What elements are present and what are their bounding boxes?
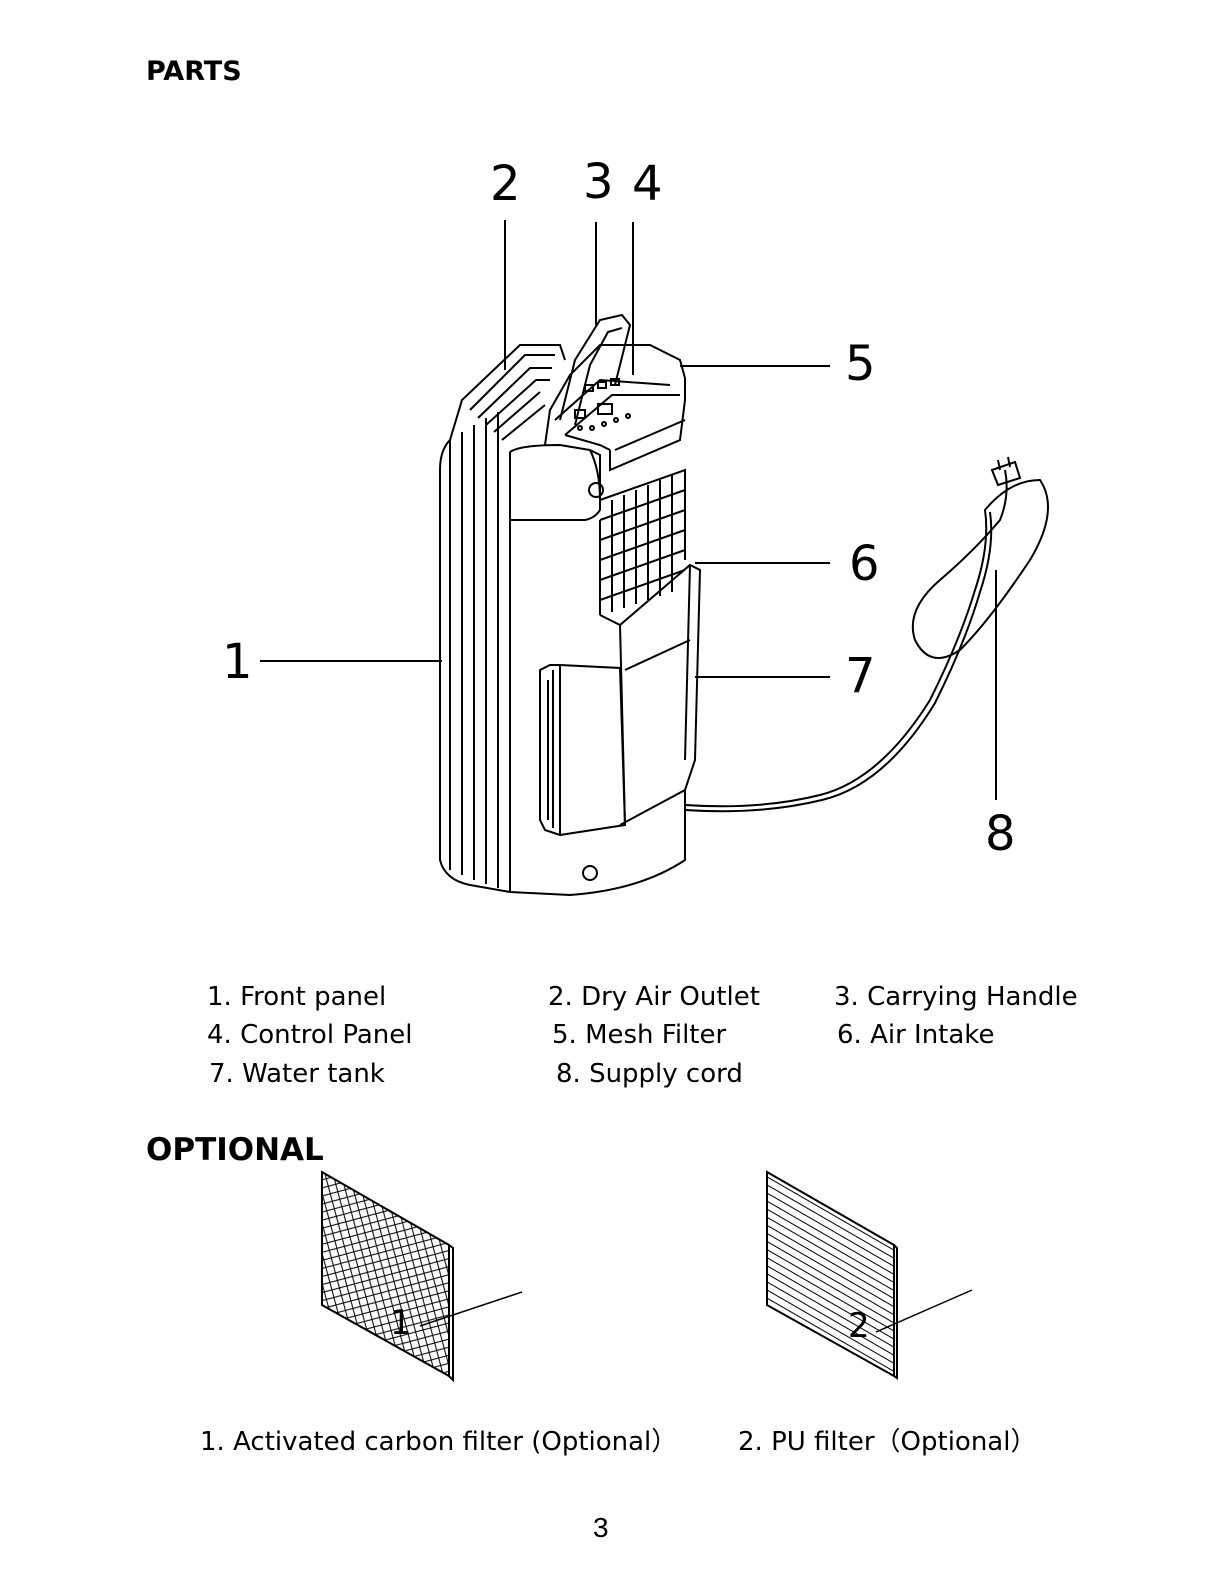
part-label-4: 4. Control Panel bbox=[207, 1020, 412, 1050]
part-label-2: 2. Dry Air Outlet bbox=[548, 982, 760, 1012]
part-label-7: 7. Water tank bbox=[209, 1059, 385, 1089]
callout-3: 3 bbox=[583, 154, 614, 210]
callout-1: 1 bbox=[222, 634, 253, 690]
part-label-5: 5. Mesh Filter bbox=[552, 1020, 726, 1050]
filter2-callout: 2 bbox=[848, 1306, 870, 1346]
parts-heading: PARTS bbox=[146, 56, 242, 87]
filter2-caption: 2. PU filter（Optional） bbox=[738, 1421, 1036, 1458]
part-label-6: 6. Air Intake bbox=[837, 1020, 994, 1050]
filter1-callout: 1 bbox=[390, 1303, 412, 1343]
callout-6: 6 bbox=[849, 536, 880, 592]
part-label-1: 1. Front panel bbox=[207, 982, 386, 1012]
optional-filters-diagram: 1 2 bbox=[0, 1160, 1219, 1390]
callout-8: 8 bbox=[985, 806, 1016, 862]
callout-4: 4 bbox=[632, 156, 663, 212]
dehumidifier-diagram: 1 2 3 4 5 6 7 8 bbox=[0, 140, 1219, 900]
callout-5: 5 bbox=[845, 336, 876, 392]
callout-7: 7 bbox=[845, 648, 876, 704]
callout-2: 2 bbox=[490, 156, 521, 212]
part-label-3: 3. Carrying Handle bbox=[834, 982, 1078, 1012]
pu-filter bbox=[640, 1160, 1015, 1390]
part-label-8: 8. Supply cord bbox=[556, 1059, 743, 1089]
page-number: 3 bbox=[593, 1512, 609, 1544]
supply-cord bbox=[685, 470, 1048, 806]
filter1-caption: 1. Activated carbon filter (Optional） bbox=[200, 1421, 677, 1458]
carbon-filter bbox=[199, 1160, 574, 1390]
